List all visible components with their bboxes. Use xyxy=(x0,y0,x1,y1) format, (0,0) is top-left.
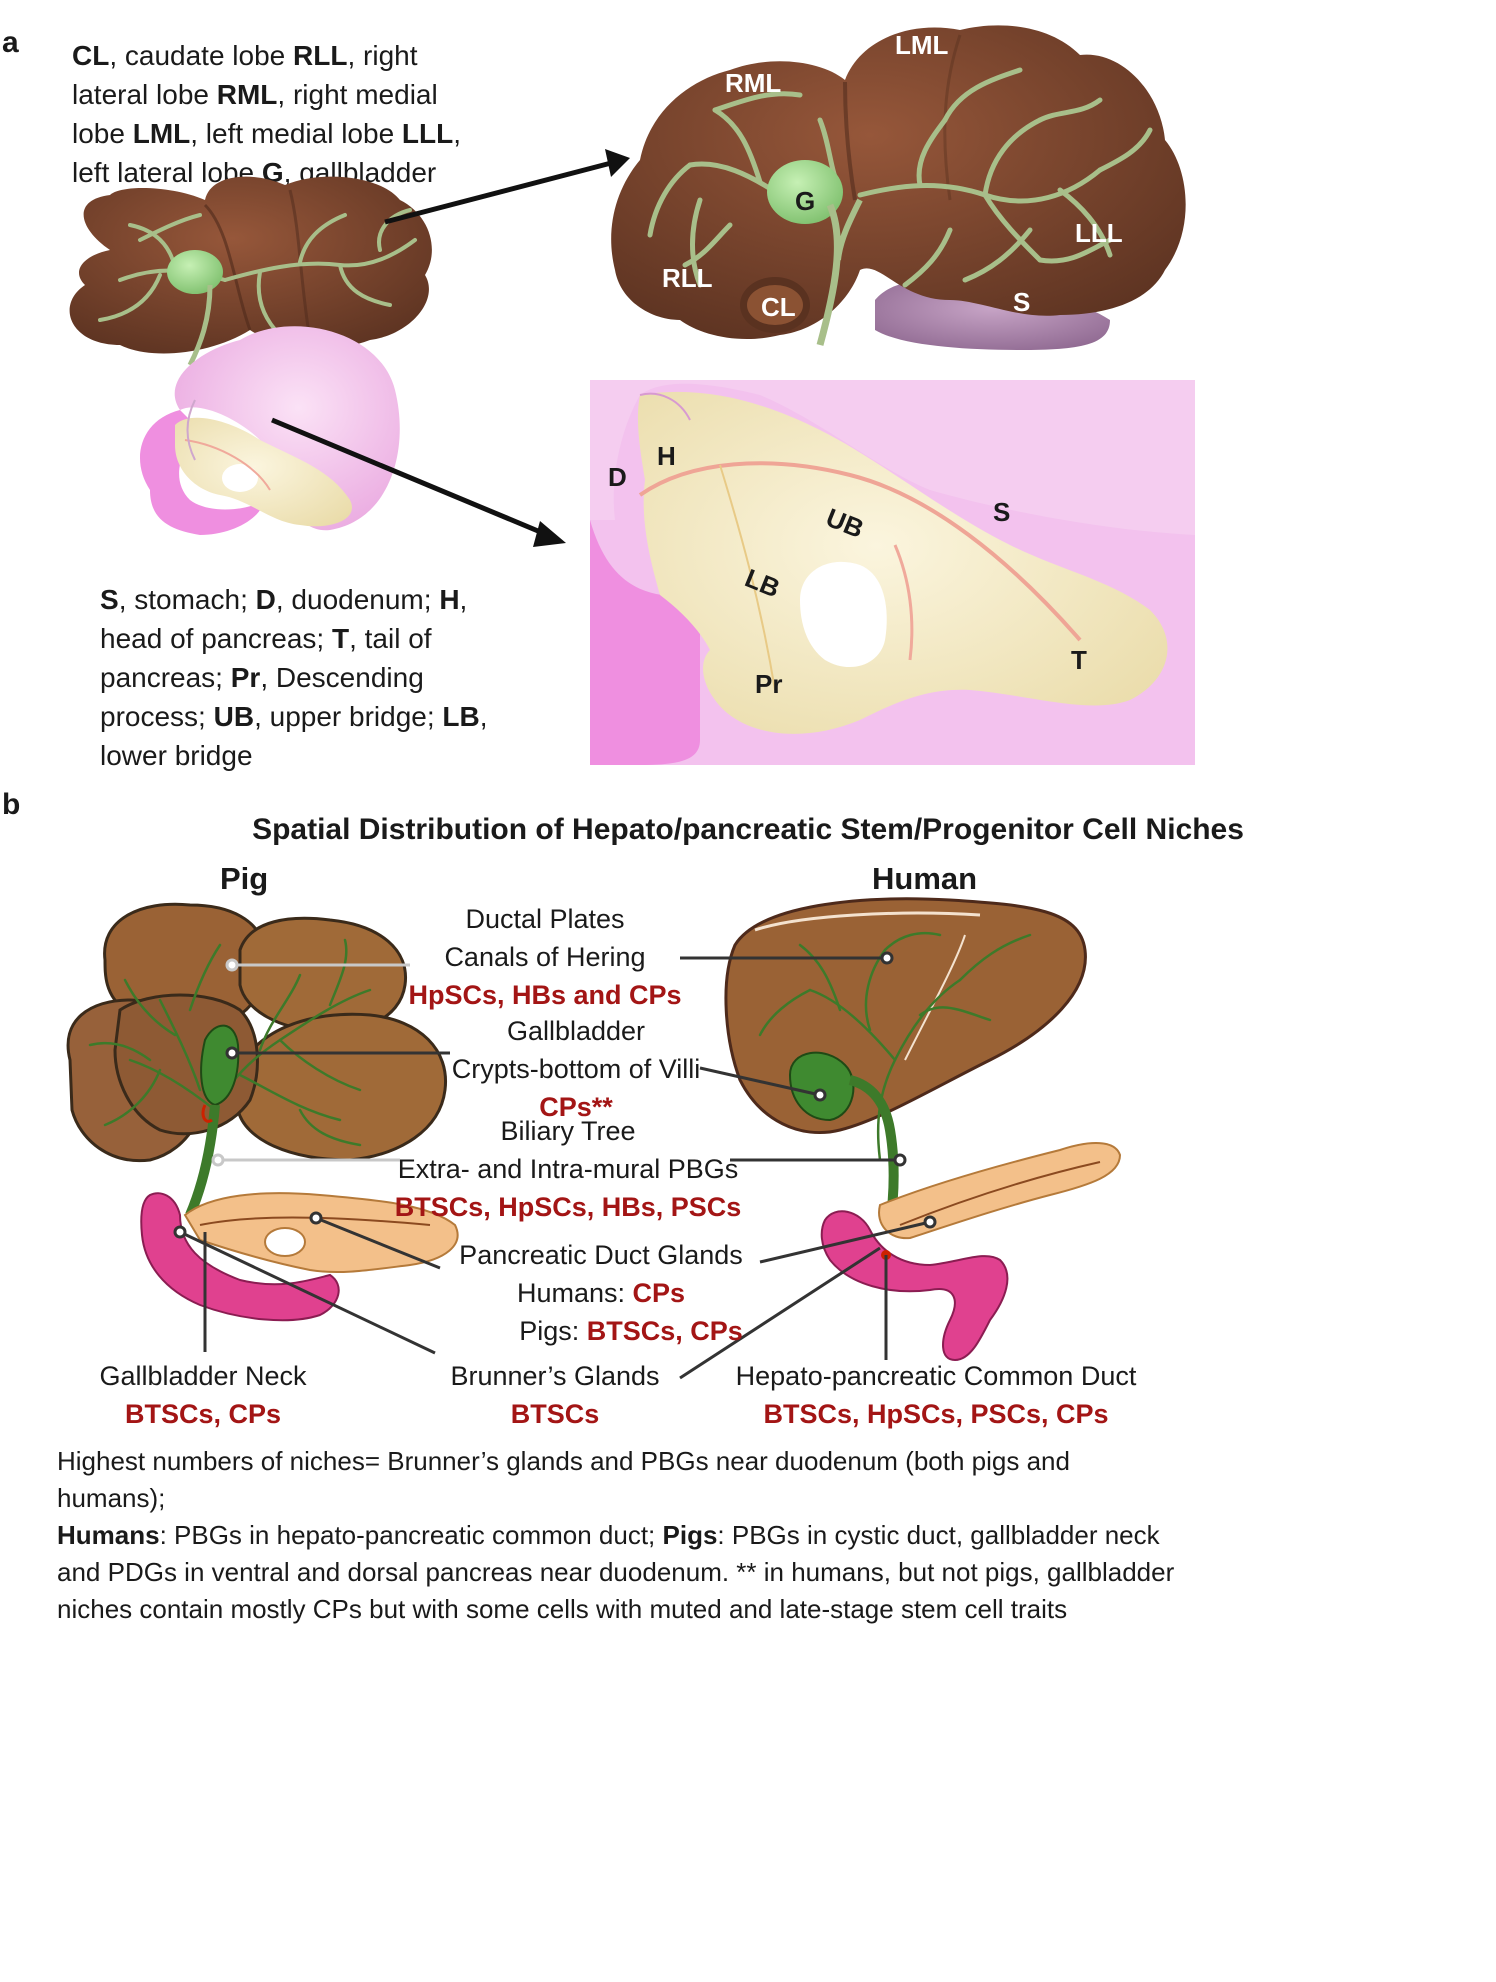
label-h: H xyxy=(657,441,676,471)
zoom-arrows xyxy=(271,149,630,547)
ductal-plates-label: Ductal Plates Canals of Hering HpSCs, HB… xyxy=(408,904,682,1010)
liver-legend-abbr: LML xyxy=(132,118,191,149)
liver-legend-abbr: CL xyxy=(72,40,110,71)
pancreas-legend-desc: , upper bridge; xyxy=(254,701,443,732)
liver-legend-desc: , right lateral lobe xyxy=(72,40,418,110)
brunners-glands-label: Brunner’s Glands BTSCs xyxy=(450,1361,660,1429)
pig-common-duct xyxy=(185,1104,220,1217)
pancreas-legend-desc: , Descending process; xyxy=(100,662,424,732)
pancreas-legend-desc: , duodenum; xyxy=(275,584,440,615)
label-s-liver: S xyxy=(1013,287,1031,317)
label-cl: CL xyxy=(761,292,796,322)
label-rml: RML xyxy=(725,68,782,98)
liver-legend-abbr: RML xyxy=(216,79,278,110)
pig-pancreas xyxy=(183,1192,459,1274)
pig-heading: Pig xyxy=(220,861,269,896)
human-liver xyxy=(724,897,1087,1135)
label-lml: LML xyxy=(895,30,949,60)
gallbladder-neck-label: Gallbladder Neck BTSCs, CPs xyxy=(99,1361,307,1429)
liver-legend-desc: , caudate lobe xyxy=(109,40,294,71)
label-t: T xyxy=(1071,645,1087,675)
human-ducts xyxy=(758,931,1032,1162)
human-common-duct xyxy=(848,1075,899,1226)
pig-liver xyxy=(66,902,448,1163)
gallbladder-label: Gallbladder Crypts-bottom of Villi CPs** xyxy=(451,1016,701,1122)
human-pancreas xyxy=(878,1142,1122,1240)
pig-ducts xyxy=(88,938,372,1147)
label-lll: LLL xyxy=(1075,218,1123,248)
liver-legend-desc: , right medial lobe xyxy=(72,79,438,149)
pancreas-legend-abbr: UB xyxy=(213,701,255,732)
label-pr: Pr xyxy=(755,669,783,699)
pancreas-legend-abbr: S xyxy=(100,584,119,615)
leader-lines xyxy=(173,951,937,1380)
human-heading: Human xyxy=(872,861,978,896)
pig-gallbladder xyxy=(200,1024,240,1107)
pancreas-legend-abbr: D xyxy=(255,584,276,615)
pancreas-legend: S, stomach; D, duodenum; H, head of panc… xyxy=(100,580,520,775)
footer-note: Highest numbers of niches= Brunner’s gla… xyxy=(57,1446,1175,1624)
pancreas-legend-desc: , head of pancreas; xyxy=(100,584,468,654)
panel-b-letter: b xyxy=(2,788,21,821)
liver-legend-abbr: RLL xyxy=(293,40,348,71)
liver-legend-abbr: LLL xyxy=(401,118,454,149)
pancreas-legend-abbr: H xyxy=(439,584,460,615)
pancreas-legend-desc: , lower bridge xyxy=(100,701,488,771)
label-rll: RLL xyxy=(662,263,713,293)
pancreas-legend-desc: , tail of pancreas; xyxy=(100,623,432,693)
label-s: S xyxy=(993,497,1011,527)
label-d: D xyxy=(608,462,627,492)
panel-a-letter: a xyxy=(2,26,19,59)
label-g: G xyxy=(795,186,816,216)
biliary-tree-label: Biliary Tree Extra- and Intra-mural PBGs… xyxy=(394,1116,742,1222)
pancreas-legend-abbr: Pr xyxy=(230,662,261,693)
human-gallbladder xyxy=(788,1051,855,1122)
pancreas-legend-desc: , stomach; xyxy=(118,584,256,615)
big-liver xyxy=(611,25,1186,350)
pancreas-legend-abbr: T xyxy=(331,623,350,654)
pancreas-legend-abbr: LB xyxy=(442,701,480,732)
hepato-pancreatic-common-duct-label: Hepato-pancreatic Common Duct BTSCs, HpS… xyxy=(735,1361,1137,1429)
pancreatic-duct-glands-label: Pancreatic Duct Glands Humans: CPs Pigs:… xyxy=(459,1240,743,1346)
liver-legend-desc: , left medial lobe xyxy=(190,118,402,149)
small-liver xyxy=(69,176,432,367)
big-stomach-pancreas xyxy=(590,380,1195,765)
panel-b-title: Spatial Distribution of Hepato/pancreati… xyxy=(252,813,1244,846)
